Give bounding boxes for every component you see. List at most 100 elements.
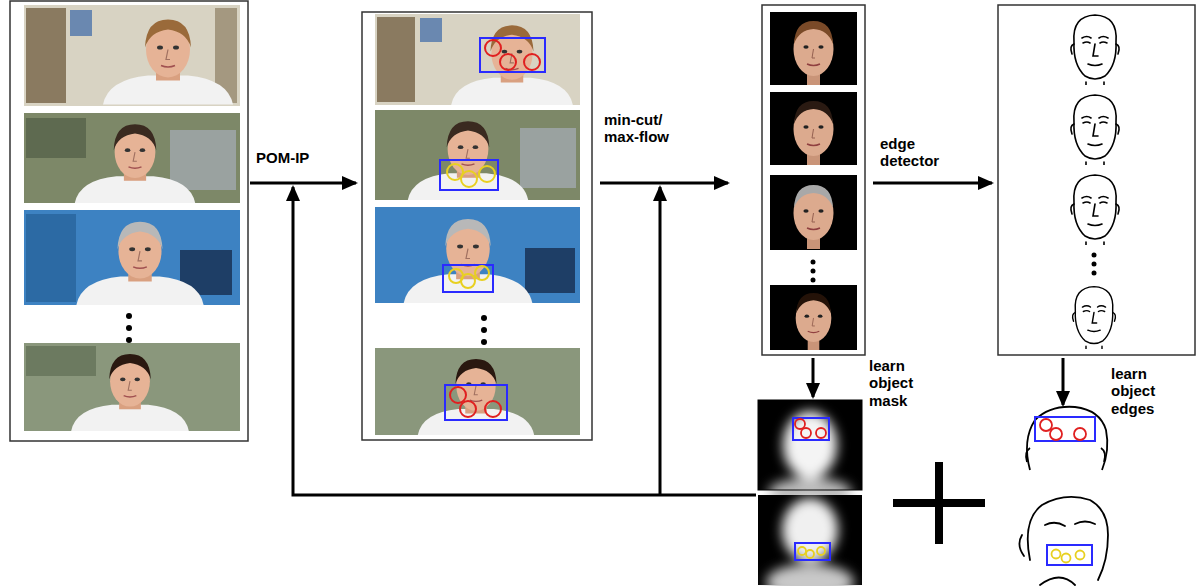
photo-background: [24, 113, 240, 203]
person-photo: [404, 219, 533, 303]
part-circle: [801, 428, 811, 438]
ellipsis-dot: [811, 260, 816, 265]
panel-frame: [10, 1, 248, 441]
part-circle: [806, 550, 814, 558]
tile-background: [770, 92, 857, 165]
ellipsis-dot: [481, 339, 487, 345]
ellipsis-dot: [1092, 271, 1097, 276]
monitor: [170, 130, 236, 190]
person-photo: [418, 359, 534, 435]
edge-map: [1073, 287, 1116, 349]
photo-background: [24, 343, 240, 431]
person-photo: [103, 20, 233, 105]
edge-map: [1071, 175, 1119, 245]
shelf: [26, 8, 66, 103]
ellipsis-dot: [126, 313, 132, 319]
shelf: [26, 214, 76, 302]
ellipsis-dot: [481, 315, 487, 321]
segmented-face: [794, 185, 834, 249]
person-photo: [451, 25, 573, 105]
poster: [70, 10, 92, 36]
part-circle: [475, 266, 489, 280]
arrow-label: learn object mask: [869, 357, 931, 409]
object-edges: [1019, 407, 1108, 585]
tile-background: [770, 285, 857, 350]
arrow-label: edge detector: [880, 135, 955, 170]
object-masks: [758, 400, 862, 586]
edge-model: [1026, 407, 1107, 470]
ellipsis-dot: [811, 278, 816, 283]
plus-symbol: [893, 462, 985, 544]
person-photo: [408, 121, 528, 200]
part-circle: [461, 274, 475, 288]
mask-head: [782, 498, 838, 562]
photo-background: [375, 348, 580, 435]
part-circle: [817, 547, 825, 555]
plus-bar: [935, 462, 943, 544]
flow-arrow: [250, 182, 356, 185]
person-photo: [75, 124, 195, 203]
part-circle: [816, 428, 826, 438]
detection-box: [440, 160, 498, 190]
part-circle: [524, 54, 540, 70]
ear: [1019, 535, 1024, 556]
part-circle: [485, 401, 501, 417]
mask-blob: [768, 411, 852, 506]
feedback-arrow: [293, 187, 756, 495]
photo-background: [24, 210, 240, 305]
part-circle: [450, 387, 466, 403]
segmented-face: [794, 21, 834, 85]
shelf: [377, 17, 415, 102]
detection-box: [793, 418, 829, 440]
tile-background: [770, 12, 857, 85]
detection-box: [480, 38, 545, 72]
photo-background: [375, 14, 580, 105]
edge-map: [1071, 95, 1119, 165]
person-photo: [71, 354, 189, 431]
ellipsis-dot: [1092, 253, 1097, 258]
part-circle: [795, 419, 805, 429]
edge-map: [1071, 15, 1119, 85]
ellipsis-dot: [1092, 262, 1097, 267]
part-circle: [461, 171, 477, 187]
feedback-arrow: [659, 187, 662, 495]
mask-blob: [766, 498, 854, 586]
flow-arrow: [600, 182, 728, 185]
photo-background: [375, 110, 580, 200]
mask-background: [758, 400, 862, 490]
poster: [420, 18, 442, 42]
head-outline: [1028, 497, 1108, 580]
flow-arrows: [250, 183, 1063, 495]
ellipsis-dot: [126, 325, 132, 331]
head-outline: [1027, 407, 1107, 470]
shelf: [26, 346, 96, 376]
arrow-label: POM-IP: [256, 149, 346, 166]
detection-box: [1035, 417, 1095, 441]
flow-arrow: [873, 182, 992, 185]
part-circle: [1074, 428, 1086, 440]
panel-frame: [762, 5, 865, 355]
segmentation-panel: [762, 5, 865, 355]
photo-background: [24, 5, 240, 106]
part-circle: [485, 40, 501, 56]
part-circle: [1062, 554, 1071, 563]
input-panel: [10, 1, 248, 441]
detection-box: [795, 543, 830, 560]
part-circle: [1076, 551, 1085, 560]
part-circle: [500, 54, 516, 70]
part-circle: [1050, 428, 1062, 440]
mouth: [1040, 578, 1075, 586]
panel-frame: [362, 12, 592, 440]
part-circle: [1052, 550, 1061, 559]
ear: [1026, 448, 1030, 462]
part-circle: [479, 166, 495, 182]
photo-background: [375, 207, 580, 303]
edge-model: [1019, 497, 1108, 585]
detection-box: [445, 385, 507, 420]
mask-frame: [758, 400, 862, 490]
arrow-label: min-cut/ max-flow: [604, 111, 684, 146]
ellipsis-dot: [126, 337, 132, 343]
ear: [1101, 448, 1105, 462]
detection-box: [1047, 545, 1092, 565]
tile-background: [770, 175, 857, 250]
